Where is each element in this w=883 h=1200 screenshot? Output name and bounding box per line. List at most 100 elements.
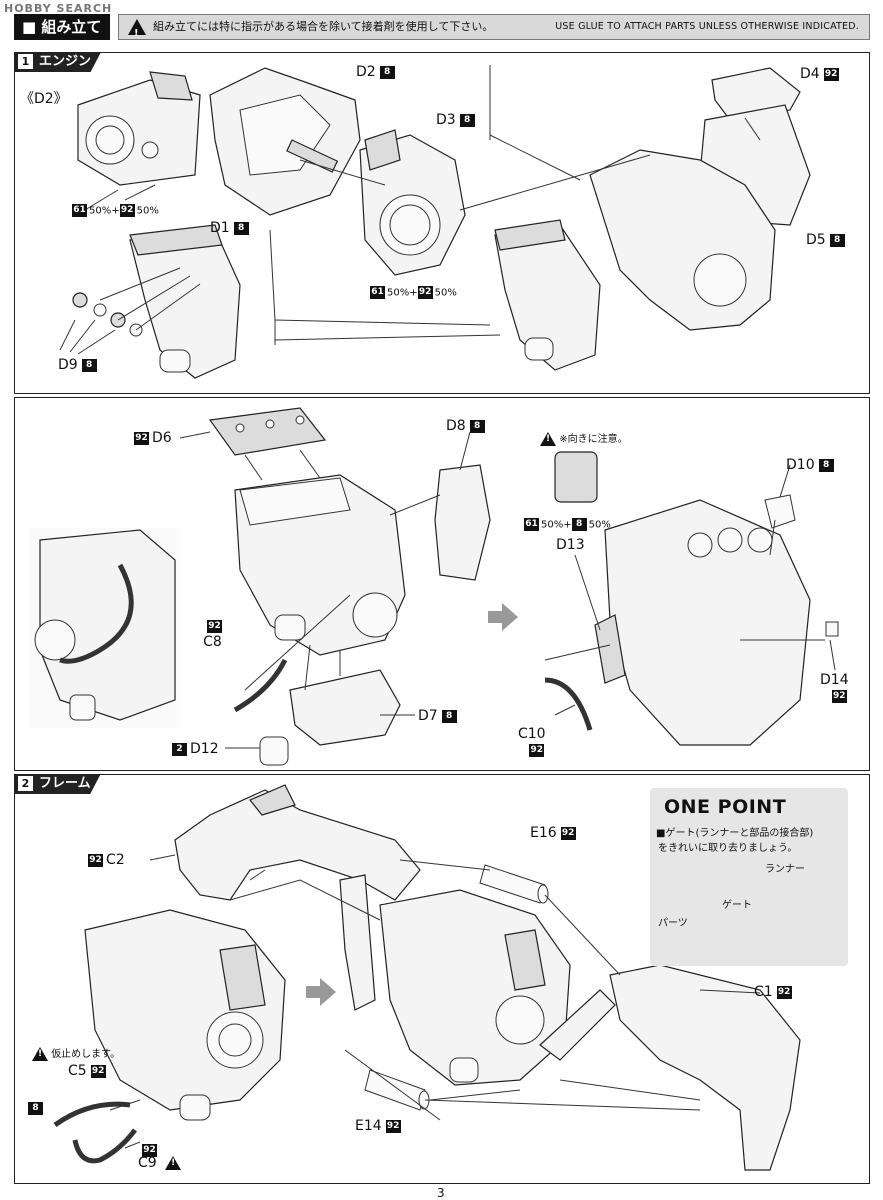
- step2-engine-center: [379, 889, 571, 1086]
- warning-icon: [128, 19, 146, 46]
- title-square-icon: ■: [22, 18, 37, 36]
- temp-fit-note: 仮止めします。: [32, 1045, 120, 1061]
- runner-label: ランナー: [765, 864, 805, 875]
- step1b-illustration: [34, 407, 839, 766]
- d7-part: [289, 669, 401, 746]
- d3-part: [359, 129, 466, 276]
- flow-arrow-icon: [488, 603, 518, 631]
- c5-color-badge: 92: [90, 1064, 106, 1078]
- notice-jp: 組み立てには特に指示がある場合を除いて接着剤を使用して下さい。: [153, 20, 494, 33]
- c2-part: [174, 784, 421, 1011]
- c10-part: [544, 677, 593, 731]
- d14-part: [825, 621, 839, 637]
- d12-color-badge: 2: [172, 742, 187, 756]
- one-point-line1: ■ゲート(ランナーと部品の接合部): [656, 828, 814, 839]
- d3-color-badge: 8: [459, 113, 475, 127]
- c10-label: C10 92: [518, 726, 546, 757]
- d10-color-badge: 8: [818, 458, 834, 472]
- step1-engine-detail-panel: [14, 397, 870, 771]
- d14-color-badge: 92: [831, 689, 847, 703]
- d2-color-badge: 8: [379, 65, 395, 79]
- flow-arrow-icon: [306, 978, 336, 1006]
- e16-color-badge: 92: [560, 826, 576, 840]
- c2-color-badge: 92: [88, 853, 103, 867]
- c10-color-badge: 92: [529, 743, 545, 757]
- page-number: 3: [437, 1186, 445, 1200]
- gate-label: ゲート: [722, 900, 752, 911]
- e16-part: [479, 864, 549, 904]
- d6-color-badge: 92: [134, 431, 149, 445]
- step1b-engine-block: [234, 474, 406, 656]
- watermark: HOBBY SEARCH: [4, 2, 113, 15]
- warning-icon: [540, 432, 556, 446]
- d6-part: [208, 407, 327, 456]
- one-point-box: ONE POINT ■ゲート(ランナーと部品の接合部) をきれいに取り去りましょ…: [650, 788, 848, 966]
- d10-part: [764, 494, 796, 529]
- d13-label: D13: [556, 537, 585, 553]
- d1-part: [129, 224, 241, 379]
- d2-ref-part: [77, 71, 201, 186]
- d2-part: [209, 67, 361, 216]
- c1-color-badge: 92: [776, 985, 792, 999]
- e14-part: [364, 1069, 430, 1111]
- assembly-title: ■ 組み立て: [14, 14, 110, 40]
- d12-part: [259, 736, 289, 766]
- parts-label: パーツ: [658, 918, 688, 929]
- warning-icon: [165, 1156, 182, 1170]
- step1-panel: [14, 52, 870, 394]
- glue-notice: 組み立てには特に指示がある場合を除いて接着剤を使用して下さい。 USE GLUE…: [118, 14, 870, 46]
- d7-color-badge: 8: [441, 709, 457, 723]
- d9-color-badge: 8: [81, 358, 97, 372]
- c8-part: [233, 658, 288, 713]
- step2-engine-left: [84, 909, 286, 1121]
- step2-panel: [14, 774, 870, 1184]
- e14-color-badge: 92: [385, 1119, 401, 1133]
- c5-part: [53, 1101, 131, 1128]
- d8-part: [434, 464, 491, 581]
- one-point-line2: をきれいに取り去りましょう。: [658, 843, 798, 854]
- c9-color-badge: 92: [142, 1144, 157, 1157]
- c5-pre-badge: 8: [28, 1098, 46, 1117]
- c1-part: [539, 964, 801, 1171]
- c8-color-badge: 92: [207, 619, 222, 633]
- notice-en: USE GLUE TO ATTACH PARTS UNLESS OTHERWIS…: [555, 21, 859, 32]
- d1-color-badge: 8: [233, 221, 249, 235]
- one-point-title: ONE POINT: [664, 796, 787, 818]
- orientation-caution: ※向きに注意。: [540, 430, 628, 446]
- d4-color-badge: 92: [823, 67, 839, 81]
- step1-assembled-engine: [494, 149, 776, 371]
- c8-label: 92 C8: [203, 619, 222, 650]
- d8-color-badge: 8: [469, 419, 485, 433]
- c9-label: C9: [138, 1155, 182, 1171]
- step1b-assembled-engine: [594, 499, 811, 746]
- warning-icon: [32, 1047, 48, 1061]
- c9-part: [72, 1128, 137, 1164]
- step1-illustration: [59, 65, 811, 379]
- d2-ref-label: 《D2》: [20, 91, 68, 107]
- d13-part: [554, 451, 598, 503]
- d5-color-badge: 8: [829, 233, 845, 247]
- d14-label: D14 92: [820, 672, 849, 703]
